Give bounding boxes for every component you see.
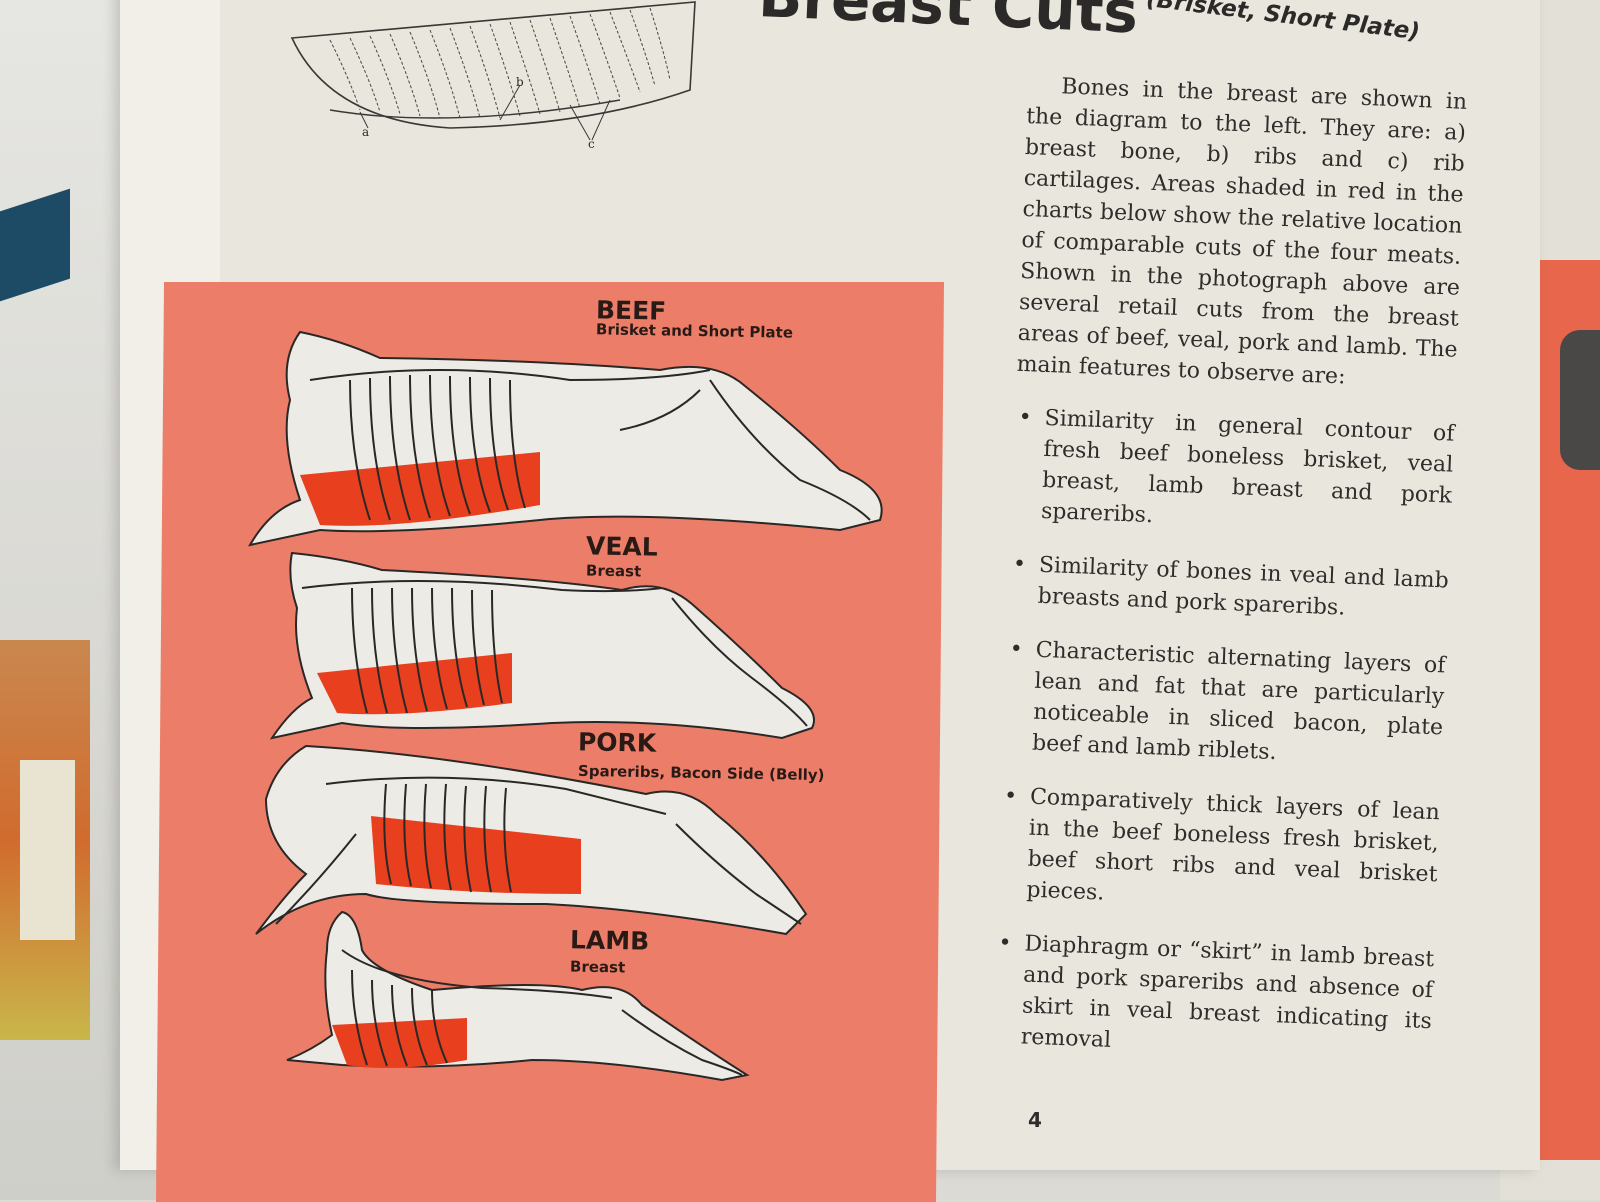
background-booklet-label	[20, 760, 75, 940]
feature-text: Diaphragm or “skirt” in lamb breast and …	[1020, 931, 1435, 1053]
bullet: •	[1018, 404, 1033, 431]
feature-text: Comparatively thick layers of lean in th…	[1026, 784, 1441, 906]
bullet: •	[1009, 636, 1024, 663]
beef-carcass-illustration	[240, 320, 900, 560]
lamb-carcass-illustration	[282, 910, 762, 1085]
list-item: • Comparatively thick layers of lean in t…	[996, 780, 1441, 921]
diagram-label-c: c	[588, 137, 595, 151]
lamb-cut-label: Breast	[569, 957, 626, 977]
list-item: • Characteristic alternating layers of le…	[1002, 634, 1446, 775]
features-list: • Similarity in general contour of fresh …	[990, 402, 1455, 1068]
feature-text: Similarity of bones in veal and lamb bre…	[1037, 552, 1450, 621]
bullet: •	[1003, 783, 1018, 810]
facing-page-photo	[1560, 330, 1600, 470]
pork-carcass-illustration	[246, 744, 816, 944]
lamb-label: LAMB	[569, 925, 650, 956]
diagram-label-b: b	[516, 75, 524, 89]
intro-paragraph: Bones in the breast are shown in the dia…	[1016, 74, 1468, 390]
feature-text: Characteristic alternating layers of lea…	[1031, 637, 1446, 766]
list-item: • Similarity in general contour of fresh …	[1010, 402, 1455, 543]
bullet: •	[1012, 551, 1027, 578]
veal-cut-label: Breast	[585, 561, 642, 581]
veal-label: VEAL	[585, 531, 658, 562]
veal-carcass-illustration	[262, 548, 832, 748]
beef-cut-label: Brisket and Short Plate	[595, 320, 794, 342]
breast-bone-diagram: a b c	[290, 0, 710, 160]
pork-label: PORK	[577, 727, 657, 758]
feature-text: Similarity in general contour of fresh b…	[1040, 405, 1455, 529]
list-item: • Similarity of bones in veal and lamb br…	[1007, 549, 1450, 628]
text-column: Bones in the breast are shown in the dia…	[989, 70, 1468, 1091]
diagram-label-a: a	[362, 125, 369, 139]
bullet: •	[997, 930, 1012, 956]
list-item: • Diaphragm or “skirt” in lamb breast and…	[990, 927, 1435, 1068]
page-number: 4	[1028, 1108, 1042, 1132]
